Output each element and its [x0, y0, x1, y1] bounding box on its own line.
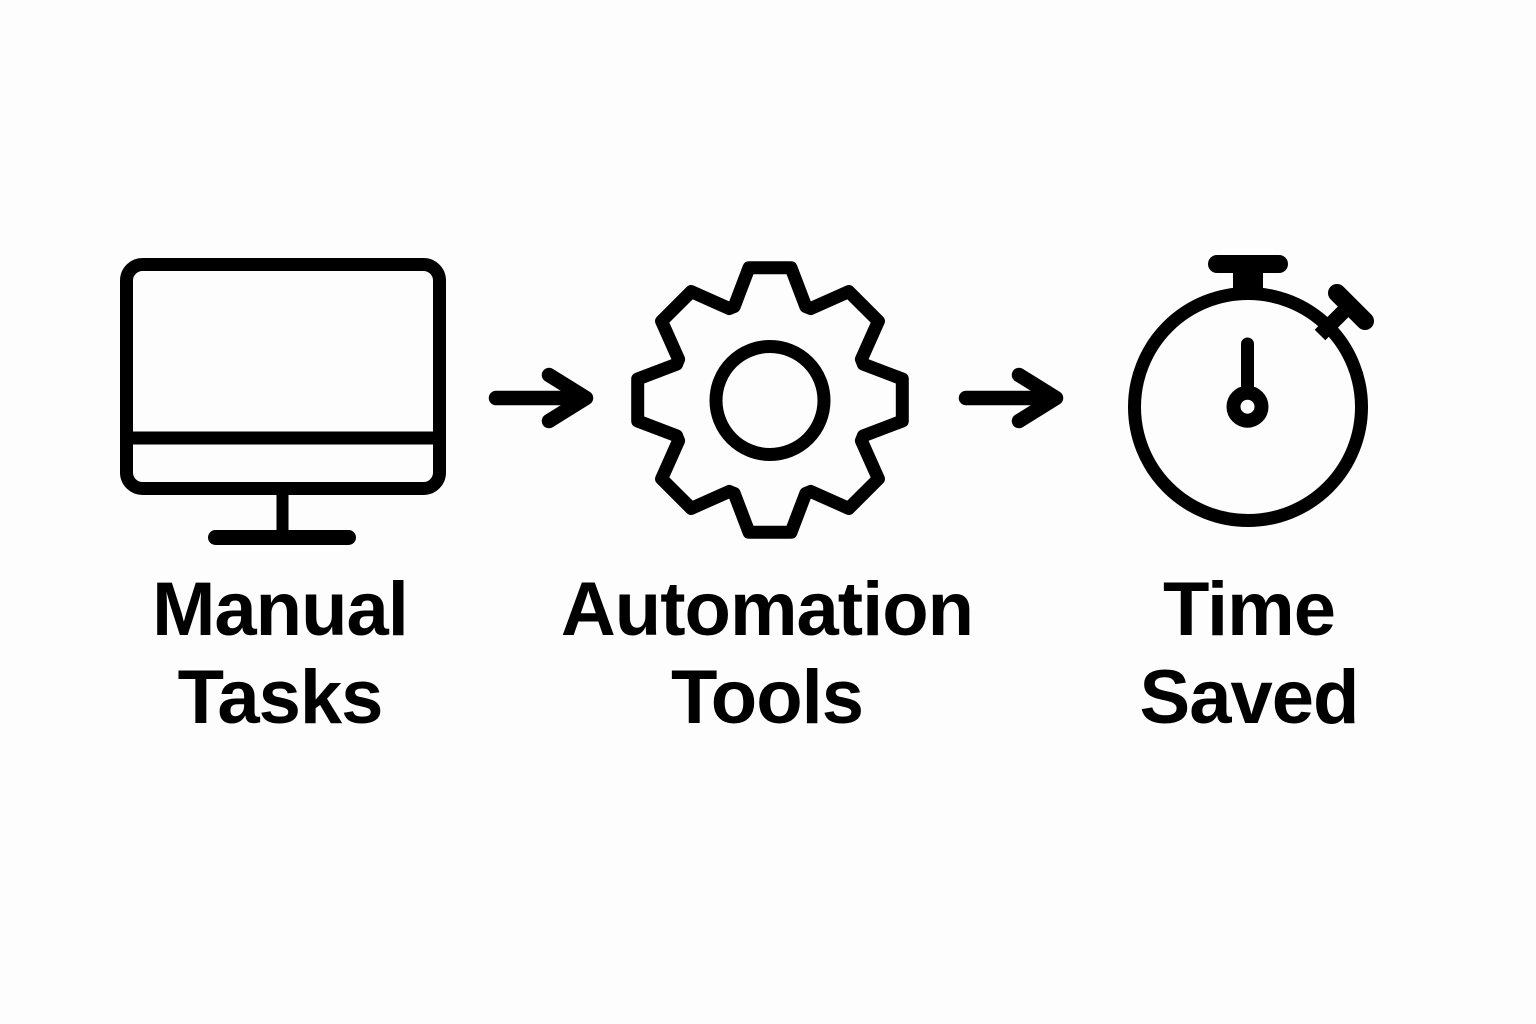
- gear-icon: [631, 261, 909, 539]
- step-time-saved-icon-wrap: [1098, 240, 1398, 540]
- label-manual-tasks: Manual Tasks: [80, 566, 480, 742]
- arrow-right-icon: [488, 367, 594, 429]
- label-line: Time: [1162, 567, 1336, 652]
- label-line: Automation: [560, 567, 974, 652]
- connector-1: [488, 367, 598, 429]
- label-line: Saved: [1139, 655, 1360, 740]
- step-manual-tasks-icon-wrap: [112, 250, 452, 550]
- label-line: Tools: [670, 655, 864, 740]
- stopwatch-icon: [1128, 255, 1374, 527]
- connector-2: [958, 367, 1068, 429]
- label-time-saved: Time Saved: [1049, 566, 1449, 742]
- step-automation-tools-icon-wrap: [620, 250, 920, 550]
- monitor-icon: [120, 258, 446, 545]
- label-line: Manual: [152, 567, 409, 652]
- arrow-right-icon: [958, 367, 1064, 429]
- label-automation-tools: Automation Tools: [542, 566, 992, 742]
- label-line: Tasks: [177, 655, 384, 740]
